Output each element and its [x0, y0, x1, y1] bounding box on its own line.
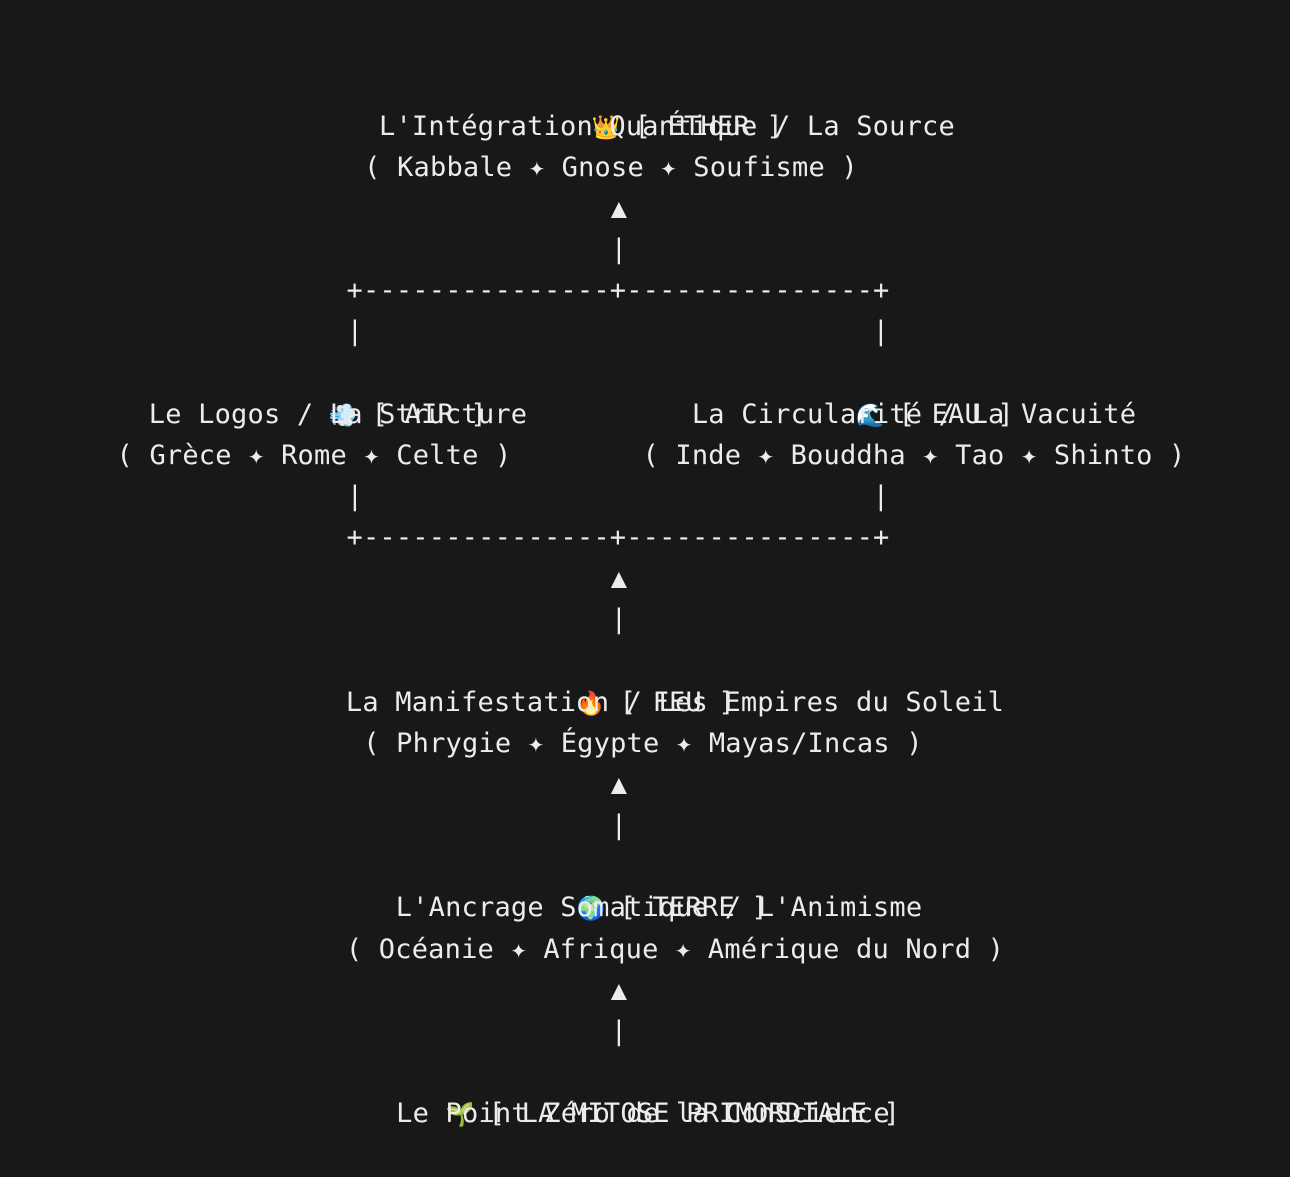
connector-arrow: ▲ — [610, 769, 628, 800]
terre-title-label: [ TERRE ] — [619, 892, 768, 923]
connector-line: | — [610, 810, 628, 841]
crown-icon: 👑 — [591, 115, 621, 141]
wave-icon: 🌊 — [855, 403, 885, 429]
feu-title: 🔥 [ FEU ] — [511, 641, 735, 718]
ether-title-label: [ ÉTHER ] — [634, 111, 783, 142]
ether-traditions: ( Kabbale ✦ Gnose ✦ Soufisme ) — [364, 152, 858, 183]
feu-title-label: [ FEU ] — [619, 687, 735, 718]
connector-line: | — [872, 481, 890, 512]
connector-line: | — [610, 234, 628, 265]
wind-icon: 💨 — [328, 403, 358, 429]
terre-title: 🌍 [ TERRE ] — [511, 846, 768, 923]
branch-line-top: +---------------+---------------+ — [346, 275, 890, 306]
ether-title: 👑 [ ÉTHER ] — [526, 65, 783, 142]
air-subtitle: Le Logos / La Structure — [148, 399, 528, 430]
connector-line: | — [610, 1016, 628, 1047]
connector-line: | — [346, 316, 364, 347]
terre-traditions: ( Océanie ✦ Afrique ✦ Amérique du Nord ) — [345, 934, 1005, 965]
feu-subtitle: La Manifestation / Les Empires du Soleil — [345, 687, 1005, 718]
ether-subtitle: L'Intégration Quantique / La Source — [379, 111, 955, 142]
connector-line: | — [610, 604, 628, 635]
feu-traditions: ( Phrygie ✦ Égypte ✦ Mayas/Incas ) — [363, 728, 923, 759]
eau-subtitle: La Circularité / La Vacuité — [691, 399, 1137, 430]
eau-traditions: ( Inde ✦ Bouddha ✦ Tao ✦ Shinto ) — [642, 440, 1186, 471]
connector-arrow: ▲ — [610, 193, 628, 224]
connector-arrow: ▲ — [610, 975, 628, 1006]
air-title: 💨 [ AIR ] — [263, 353, 487, 430]
eau-title: 🌊 [ EAU ] — [790, 353, 1014, 430]
mitose-subtitle: Le Point Zéro de la ConScience — [396, 1098, 890, 1129]
globe-icon: 🌍 — [576, 896, 606, 922]
connector-line: | — [872, 316, 890, 347]
mitose-title-label: [ LA MITOSE PRIMORDIALE ] — [488, 1098, 901, 1129]
connector-arrow: ▲ — [610, 563, 628, 594]
air-traditions: ( Grèce ✦ Rome ✦ Celte ) — [116, 440, 512, 471]
fire-icon: 🔥 — [576, 691, 606, 717]
eau-title-label: [ EAU ] — [898, 399, 1014, 430]
branch-line-bottom: +---------------+---------------+ — [346, 522, 890, 553]
terre-subtitle: L'Ancrage Somatique / L'Animisme — [395, 892, 923, 923]
air-title-label: [ AIR ] — [371, 399, 487, 430]
seedling-icon: 🌱 — [445, 1102, 475, 1128]
mitose-title: 🌱 [ LA MITOSE PRIMORDIALE ] — [380, 1052, 900, 1129]
connector-line: | — [346, 481, 364, 512]
